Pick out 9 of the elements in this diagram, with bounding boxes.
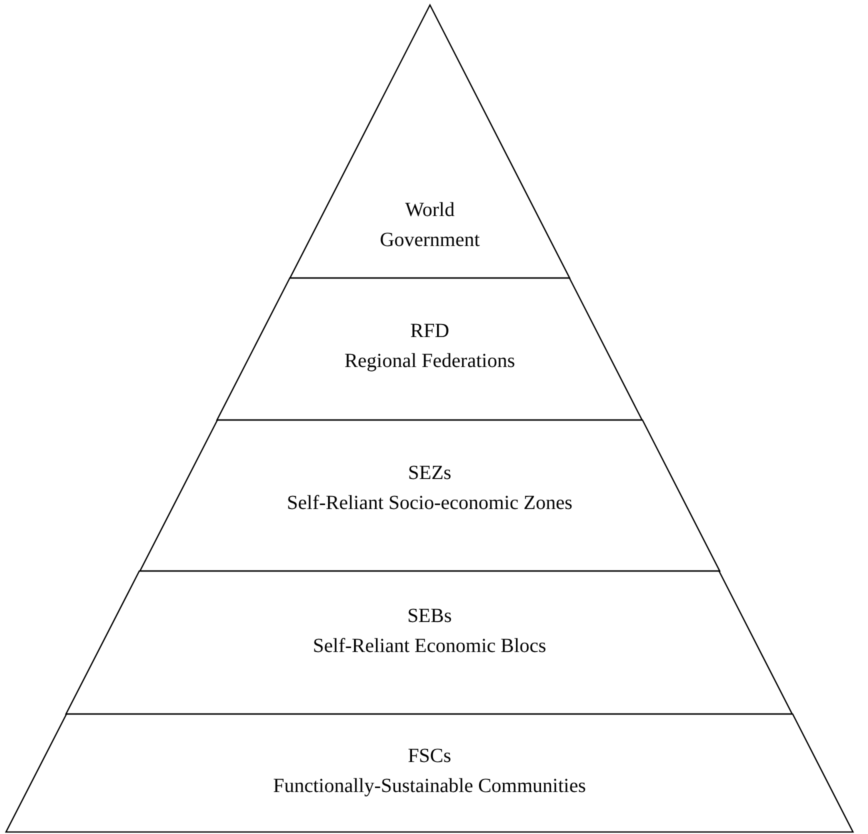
tier-heading: SEZs	[408, 461, 452, 486]
tier-heading: RFD	[410, 319, 450, 344]
tier-label: Self-Reliant Economic Blocs	[312, 634, 546, 659]
tier-heading: SEBs	[407, 604, 452, 629]
tier-label: World Government	[378, 198, 481, 253]
tier-label: Self-Reliant Socio-economic Zones	[286, 491, 572, 516]
tier-heading: FSCs	[408, 744, 452, 769]
tier-label: Functionally-Sustainable Communities	[273, 774, 586, 799]
tier-label: Regional Federations	[344, 349, 515, 374]
